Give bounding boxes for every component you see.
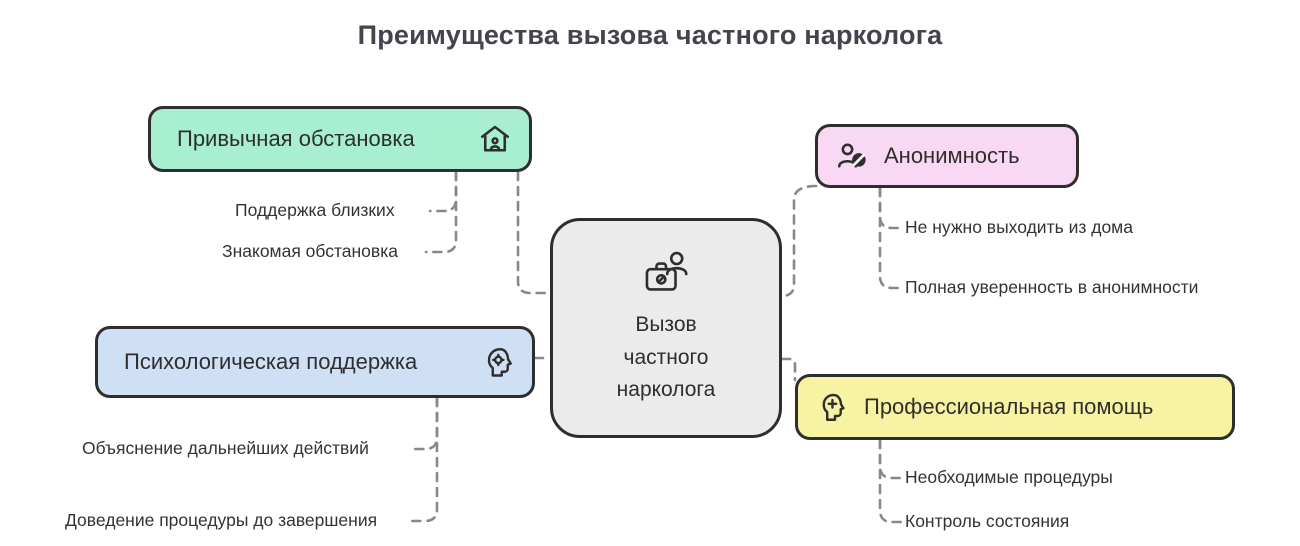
connector-leaf: [410, 396, 439, 523]
connector-leaf: [878, 186, 904, 230]
connector-leaf: [878, 438, 904, 480]
branch-label: Анонимность: [884, 143, 1020, 168]
center-label-line: нарколога: [616, 378, 716, 402]
house-icon: [477, 121, 513, 157]
connector-prof-center: [780, 357, 797, 382]
center-label-line: Вызов: [635, 313, 697, 337]
medical-cross-icon: [814, 389, 850, 425]
connector-anon-center: [780, 184, 818, 298]
doctor-briefcase-icon: [637, 249, 695, 299]
branch-habitual-environment: Привычная обстановка: [148, 106, 532, 172]
center-node-label: Вызов частного нарколога: [617, 309, 716, 407]
connector-leaf: [424, 170, 458, 254]
leaf-habitual-1: Поддержка близких: [235, 200, 395, 220]
connector-leaf: [878, 438, 904, 524]
branch-professional-help: Профессиональная помощь: [795, 374, 1235, 440]
leaf-habitual-2: Знакомая обстановка: [222, 241, 398, 261]
diagram-title: Преимущества вызова частного нарколога: [357, 20, 943, 50]
connector-habitual-center: [516, 170, 552, 295]
center-label-line: частного: [623, 345, 709, 369]
branch-label: Профессиональная помощь: [864, 394, 1154, 419]
leaf-psych-1: Объяснение дальнейших действий: [82, 438, 369, 458]
connector-leaf: [428, 170, 458, 213]
leaf-anon-1: Не нужно выходить из дома: [905, 217, 1133, 237]
leaf-anon-2: Полная уверенность в анонимности: [905, 277, 1199, 297]
leaf-prof-1: Необходимые процедуры: [905, 467, 1113, 487]
branch-label: Психологическая поддержка: [124, 349, 418, 374]
branch-psychological-support: Психологическая поддержка: [95, 326, 535, 398]
leaf-prof-2: Контроль состояния: [905, 511, 1070, 531]
center-node: Вызов частного нарколога: [550, 218, 782, 438]
anonymous-user-icon: [834, 138, 870, 174]
branch-anonymity: Анонимность: [815, 124, 1079, 188]
connector-leaf: [410, 396, 439, 451]
connector-leaf: [878, 186, 904, 290]
leaf-psych-2: Доведение процедуры до завершения: [65, 510, 378, 530]
psychology-icon: [480, 344, 516, 380]
branch-label: Привычная обстановка: [177, 126, 415, 151]
